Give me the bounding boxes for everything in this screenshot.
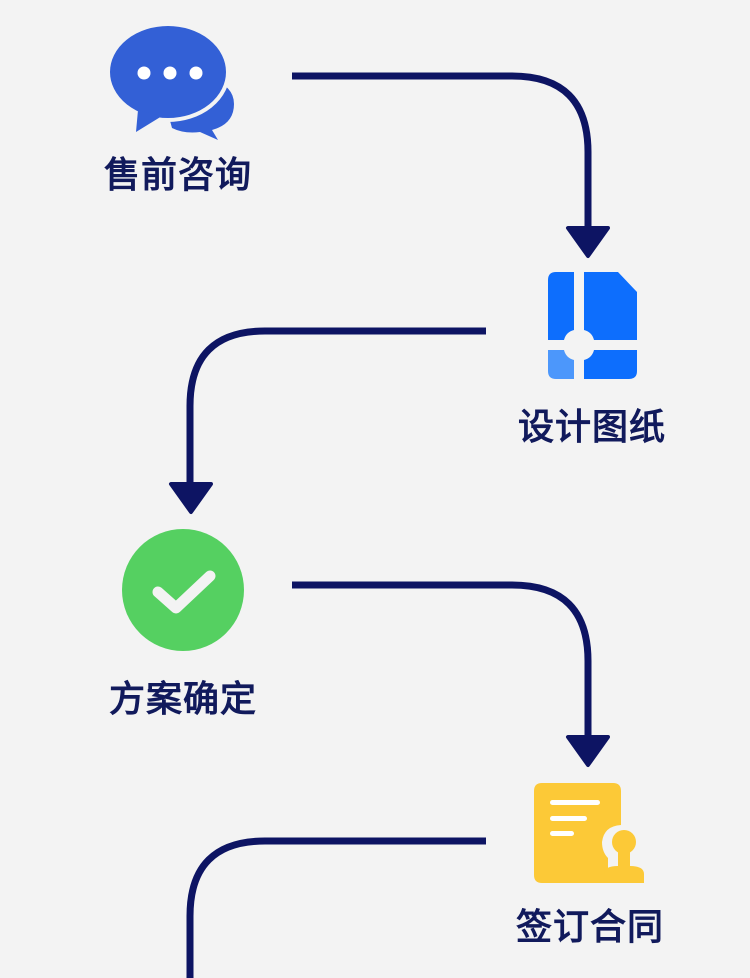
connector-step3-to-step4 (292, 581, 610, 767)
step-label: 售前咨询 (103, 155, 253, 196)
step-label: 签订合同 (515, 907, 665, 948)
arrowhead-down-icon (169, 482, 213, 514)
step-label: 设计图纸 (517, 407, 667, 448)
chat-bubbles-icon (106, 22, 234, 140)
blueprint-icon (548, 272, 637, 379)
contract-stamp-icon (534, 783, 644, 883)
connector-step4-to-next (186, 837, 486, 978)
connector-step1-to-step2 (292, 72, 610, 258)
check-circle-icon (122, 529, 244, 651)
arrowhead-down-icon (566, 735, 610, 767)
arrowhead-down-icon (566, 226, 610, 258)
connector-step2-to-step3 (169, 327, 486, 514)
step-label: 方案确定 (108, 679, 258, 720)
